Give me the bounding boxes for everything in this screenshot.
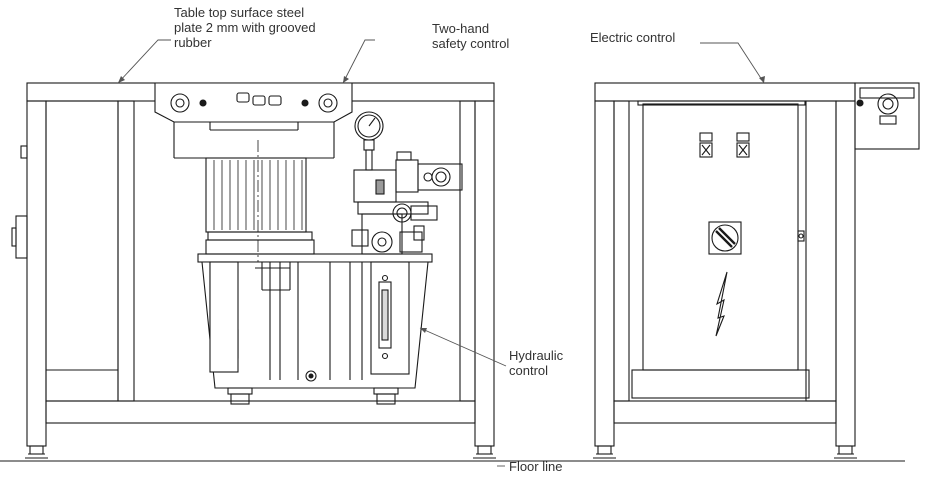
label-hydraulic-control: Hydraulic control: [509, 348, 563, 378]
label-two-hand-line-1: Two-hand: [432, 21, 490, 36]
leader-lines: [117, 39, 765, 467]
lightning-bolt-icon: [715, 271, 728, 337]
label-table-top: Table top surface steel plate 2 mm with …: [174, 5, 316, 50]
hydraulic-tank: [197, 253, 433, 405]
right-table-frame: [593, 82, 857, 459]
hydraulic-valve-block: [351, 111, 463, 255]
label-electric-control: Electric control: [590, 30, 676, 45]
label-hydraulic-line-2: control: [509, 363, 549, 378]
label-table-top-line-3: rubber: [174, 35, 212, 50]
label-two-hand-line-2: safety control: [432, 36, 510, 51]
two-hand-control-box: [154, 82, 353, 159]
electric-motor: [205, 140, 315, 290]
label-table-top-line-2: plate 2 mm with grooved: [174, 20, 316, 35]
label-two-hand-control: Two-hand safety control: [432, 21, 509, 51]
side-control-pendant: [854, 82, 920, 150]
pressure-gauge-icon: [354, 111, 384, 141]
label-hydraulic-line-1: Hydraulic: [509, 348, 564, 363]
label-table-top-line-1: Table top surface steel: [174, 5, 305, 20]
label-floor-line: Floor line: [509, 459, 563, 474]
emergency-stop-icon: [170, 93, 338, 113]
electric-cabinet: [631, 100, 810, 399]
